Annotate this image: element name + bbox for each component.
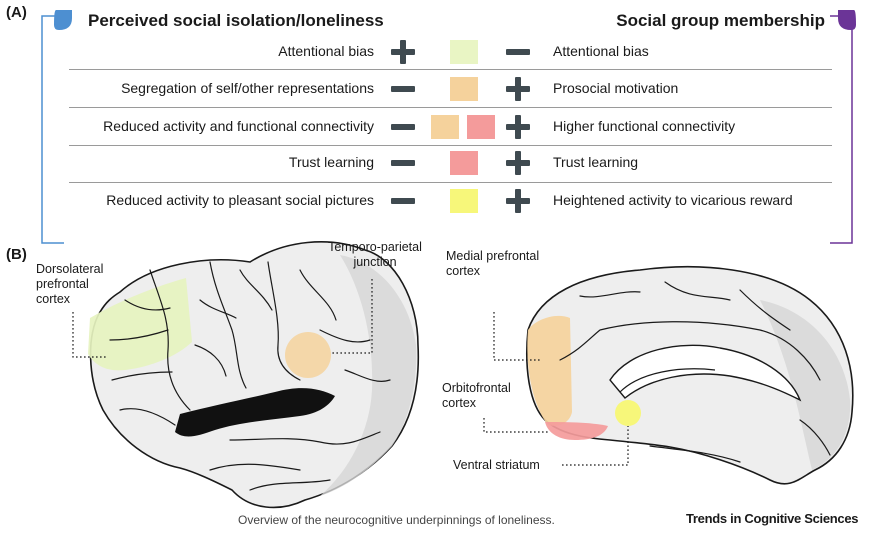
leader-lines bbox=[72, 279, 629, 466]
left-heading: Perceived social isolation/loneliness bbox=[88, 11, 384, 30]
medial-brain bbox=[525, 266, 854, 485]
right-bracket bbox=[830, 15, 853, 244]
minus-icon bbox=[391, 86, 415, 92]
row-divider bbox=[69, 69, 832, 70]
left-effect-label: Reduced activity to pleasant social pict… bbox=[106, 192, 374, 208]
minus-icon bbox=[391, 160, 415, 166]
right-heading: Social group membership bbox=[616, 11, 825, 30]
left-bracket-cap-icon bbox=[54, 10, 72, 30]
panel-b-label: (B) bbox=[6, 246, 27, 263]
mpfc-label: Medial prefrontal cortex bbox=[446, 249, 540, 278]
vs-label: Ventral striatum bbox=[453, 458, 540, 472]
panel-a-label: (A) bbox=[6, 4, 27, 21]
region-color-swatch bbox=[450, 40, 478, 64]
plus-icon bbox=[506, 151, 530, 175]
region-color-swatch bbox=[450, 189, 478, 213]
left-effect-label: Reduced activity and functional connecti… bbox=[103, 118, 374, 134]
left-effect-label: Trust learning bbox=[288, 154, 374, 170]
right-effect-label: Attentional bias bbox=[553, 43, 649, 59]
vs-region bbox=[615, 400, 641, 426]
left-effect-label: Attentional bias bbox=[278, 43, 374, 59]
dlpfc-label: Dorsolateral prefrontal cortex bbox=[36, 262, 104, 306]
region-color-swatch bbox=[467, 115, 495, 139]
right-effect-label: Prosocial motivation bbox=[553, 80, 679, 96]
plus-icon bbox=[506, 115, 530, 139]
right-effect-label: Trust learning bbox=[553, 154, 639, 170]
right-effect-label: Higher functional connectivity bbox=[553, 118, 736, 134]
journal-brand: Trends in Cognitive Sciences bbox=[686, 511, 859, 526]
region-color-swatch bbox=[450, 77, 478, 101]
minus-icon bbox=[506, 49, 530, 55]
brain-illustrations bbox=[72, 241, 854, 509]
plus-icon bbox=[391, 40, 415, 64]
row-divider bbox=[69, 145, 832, 146]
region-color-swatch bbox=[450, 151, 478, 175]
row-divider bbox=[69, 107, 832, 108]
right-effect-label: Heightened activity to vicarious reward bbox=[553, 192, 793, 208]
ofc-region bbox=[545, 422, 608, 440]
tpj-label: Temporo-parietal junction bbox=[328, 240, 422, 269]
right-bracket-cap-icon bbox=[838, 10, 856, 30]
mpfc-region bbox=[527, 315, 572, 426]
plus-icon bbox=[506, 189, 530, 213]
ofc-label: Orbitofrontal cortex bbox=[442, 381, 511, 410]
left-effect-label: Segregation of self/other representation… bbox=[121, 80, 374, 96]
minus-icon bbox=[391, 124, 415, 130]
minus-icon bbox=[391, 198, 415, 204]
figure-caption: Overview of the neurocognitive underpinn… bbox=[238, 513, 555, 527]
lateral-brain bbox=[88, 241, 420, 509]
dlpfc-region bbox=[88, 278, 192, 371]
plus-icon bbox=[506, 77, 530, 101]
tpj-region bbox=[285, 332, 331, 378]
row-divider bbox=[69, 182, 832, 183]
left-bracket bbox=[41, 15, 64, 244]
panel-a-brackets bbox=[41, 10, 856, 244]
region-color-swatch bbox=[431, 115, 459, 139]
